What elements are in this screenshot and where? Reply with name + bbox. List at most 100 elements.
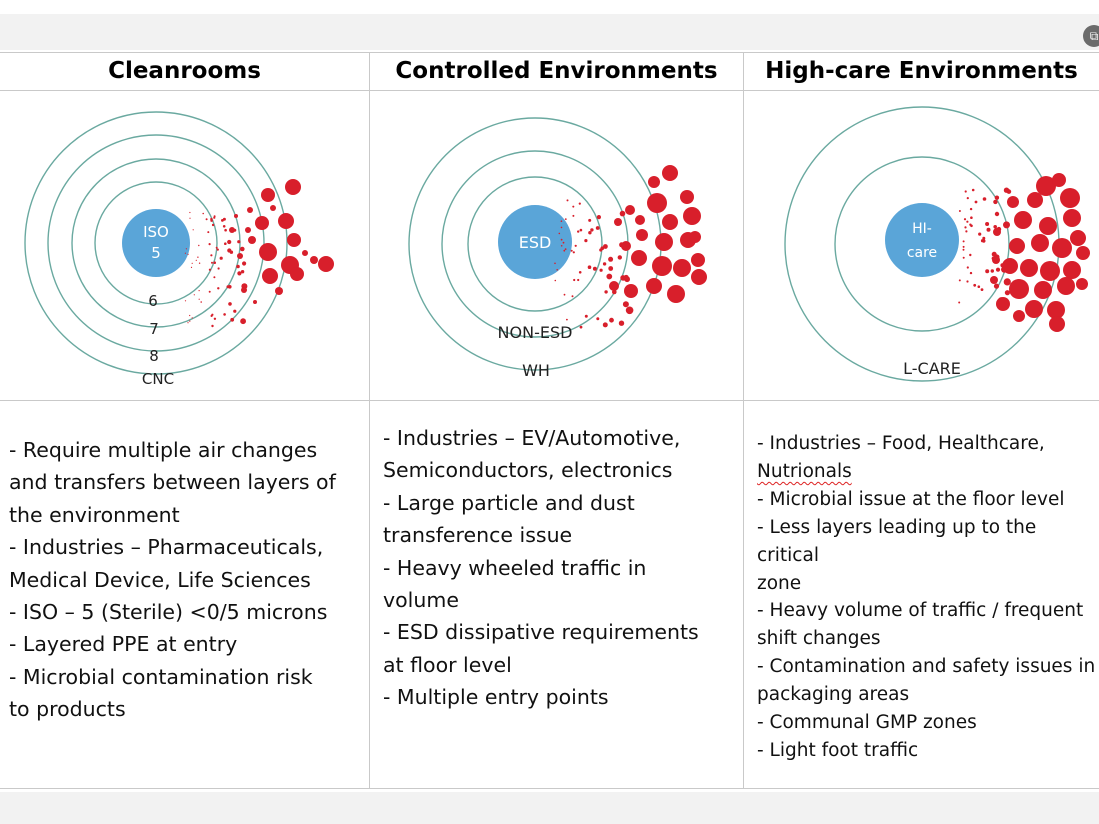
- particle-dot: [217, 267, 220, 270]
- column-divider-1: [369, 52, 370, 789]
- particle-dot: [237, 240, 241, 244]
- particle-dot: [211, 261, 213, 264]
- particle-dot: [647, 193, 667, 213]
- particle-dot: [228, 302, 232, 306]
- particle-dot: [564, 218, 567, 221]
- particle-dot: [208, 290, 211, 293]
- particle-dot: [579, 228, 583, 232]
- particle-dot: [1052, 238, 1072, 258]
- particle-dot: [184, 300, 187, 302]
- particle-dot: [200, 301, 202, 303]
- particle-dot: [1014, 211, 1032, 229]
- particle-dot: [224, 228, 227, 232]
- particle-dot: [207, 231, 210, 234]
- table-bottom-border: [0, 788, 1099, 789]
- particle-dot: [574, 244, 577, 247]
- particle-dot: [617, 255, 622, 260]
- particle-dot: [197, 256, 199, 258]
- particle-dot: [608, 266, 614, 271]
- particle-dot: [982, 236, 986, 240]
- particle-dot: [560, 245, 563, 247]
- center-label-line2: care: [907, 245, 937, 261]
- particle-dot: [578, 271, 582, 274]
- particle-dot: [560, 238, 563, 241]
- particle-dot: [572, 214, 575, 217]
- particle-dot: [242, 261, 247, 266]
- particle-dot: [683, 207, 701, 225]
- particle-dot: [978, 232, 982, 236]
- particle-dot: [1040, 261, 1060, 281]
- highcare-rings-svg: HI- care L-CARE: [784, 106, 1090, 382]
- center-label-line1: HI-: [912, 221, 932, 237]
- particle-dot: [237, 271, 242, 276]
- particle-cluster: [958, 173, 1090, 332]
- particle-dot: [285, 179, 301, 195]
- particle-dot: [963, 218, 967, 221]
- particle-dot: [229, 227, 235, 233]
- particle-dot: [189, 314, 191, 317]
- controlled-rings-svg: ESD NON-ESD WH: [408, 117, 707, 380]
- particle-dot: [965, 230, 968, 233]
- particle-dot: [259, 243, 277, 261]
- particle-dot: [1057, 277, 1075, 295]
- comparison-table: Cleanrooms Controlled Environments High-…: [0, 52, 1099, 790]
- particle-dot: [241, 287, 247, 293]
- particle-dot: [240, 318, 247, 325]
- particle-dot: [211, 223, 215, 227]
- particle-dot: [1004, 290, 1010, 296]
- table-top-border: [0, 52, 1099, 53]
- particle-dot: [223, 313, 226, 316]
- center-circle-esd: [498, 205, 572, 279]
- particle-dot: [227, 239, 232, 245]
- description-line: Nutrionals: [757, 460, 852, 482]
- particle-dot: [1013, 310, 1025, 322]
- particle-dot: [1003, 221, 1010, 229]
- particle-dot: [584, 314, 588, 318]
- particle-dot: [577, 278, 580, 282]
- ring-inner: [467, 176, 603, 312]
- particle-dot: [221, 219, 224, 222]
- particle-dot: [275, 287, 283, 295]
- particle-dot: [655, 233, 673, 251]
- particle-dot: [578, 202, 581, 205]
- expand-icon[interactable]: ⧉: [1083, 25, 1099, 47]
- particle-dot: [270, 205, 276, 211]
- particle-dot: [680, 190, 694, 204]
- column-title-cleanrooms: Cleanrooms: [108, 58, 261, 84]
- particle-dot: [1036, 176, 1056, 196]
- particle-dot: [198, 262, 201, 264]
- particle-dot: [234, 214, 238, 218]
- particle-dot: [1052, 173, 1066, 187]
- particle-dot: [590, 228, 594, 232]
- particle-dot: [189, 217, 191, 219]
- particle-dot: [189, 320, 191, 322]
- particle-dot: [217, 287, 220, 290]
- particle-dot: [1007, 196, 1019, 208]
- description-line: - Large particle and dust: [383, 490, 635, 515]
- description-line: - Require multiple air changes: [9, 438, 318, 462]
- particle-dot: [187, 253, 189, 255]
- particle-dot: [667, 285, 685, 303]
- particle-dot: [562, 241, 565, 244]
- particle-cluster: [554, 165, 707, 329]
- particle-dot: [969, 253, 972, 257]
- particle-dot: [236, 264, 240, 269]
- particle-dot: [240, 270, 245, 274]
- particle-dot: [595, 226, 600, 230]
- particle-dot: [609, 317, 614, 323]
- controlled-diagram: ESD NON-ESD WH: [370, 90, 743, 400]
- particle-dot: [184, 252, 186, 254]
- particle-dot: [205, 218, 208, 221]
- description-line: - Multiple entry points: [383, 685, 609, 710]
- particle-dot: [187, 322, 189, 324]
- description-line: and transfers between layers of: [9, 470, 336, 495]
- header-divider: [0, 90, 1099, 91]
- particle-dot: [606, 273, 613, 280]
- particle-dot: [602, 262, 607, 266]
- particle-dot: [994, 195, 1000, 200]
- controlled-description: - Industries – EV/Automotive, Semiconduc…: [383, 422, 739, 714]
- particle-dot: [210, 254, 213, 257]
- ring-label-cnc: CNC: [142, 370, 174, 388]
- particle-dot: [691, 269, 707, 285]
- particle-dot: [977, 285, 981, 288]
